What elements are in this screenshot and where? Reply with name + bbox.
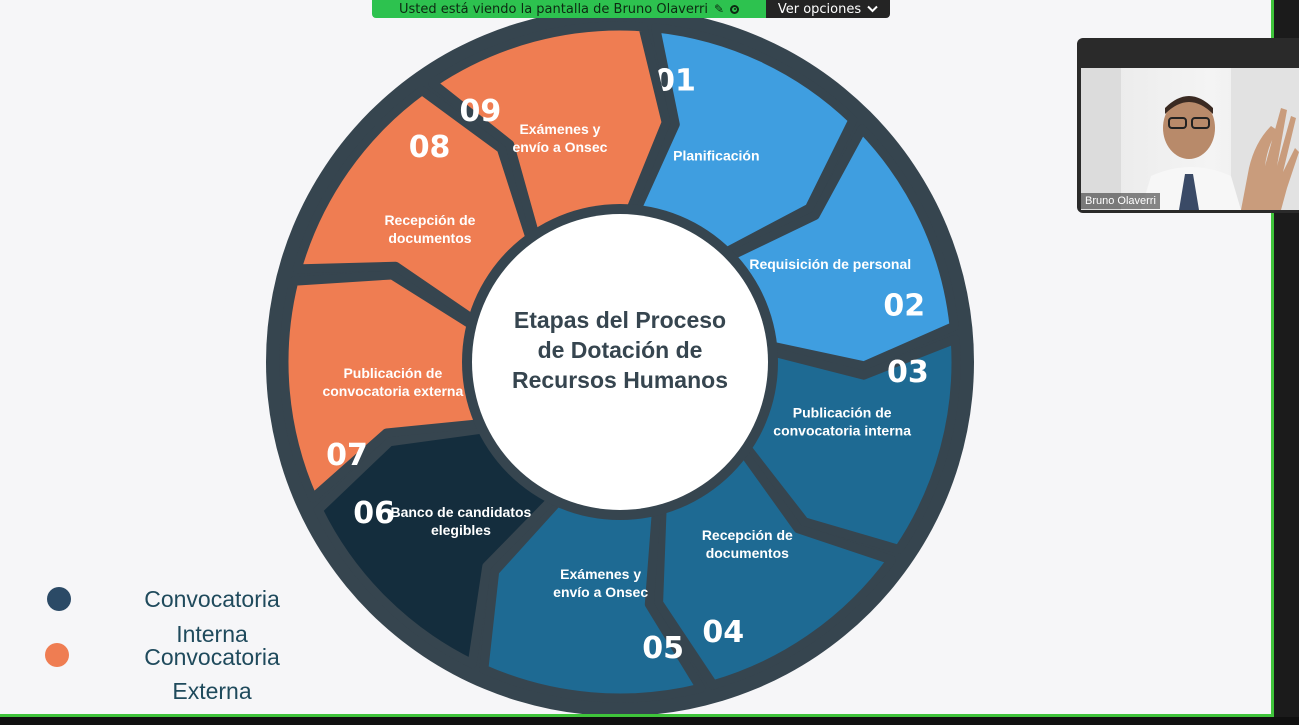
segment-label-line: elegibles	[431, 522, 491, 538]
segment-number-06: 06	[353, 496, 395, 531]
segment-label-01: Planificación	[673, 147, 759, 163]
segment-label-line: convocatoria externa	[322, 383, 463, 399]
segment-label-03: Publicación de convocatoria interna	[773, 405, 911, 439]
segment-label-02: Requisición de personal	[749, 256, 911, 272]
segment-label-line: Requisición de personal	[749, 256, 911, 272]
segment-label-line: envío a Onsec	[553, 584, 648, 600]
segment-number-08: 08	[409, 130, 451, 165]
segment-number-07: 07	[326, 438, 368, 473]
segment-label-09: Exámenes y envío a Onsec	[512, 121, 607, 155]
center-title-line: de Dotación de	[538, 337, 703, 363]
record-icon[interactable]	[730, 4, 739, 14]
person-silhouette	[1081, 68, 1299, 210]
segment-label-line: Planificación	[673, 147, 759, 163]
view-options-label: Ver opciones	[777, 1, 862, 17]
center-title-line: Recursos Humanos	[512, 367, 728, 393]
pencil-icon[interactable]: ✎	[713, 2, 724, 16]
center-title: Etapas del Proceso de Dotación de Recursos…	[512, 307, 728, 393]
segment-label-line: documentos	[388, 230, 471, 246]
share-border-bottom	[0, 714, 1274, 717]
legend-internal-line2: Interna	[176, 621, 248, 647]
segment-label-08: Recepción de documentos	[384, 212, 475, 246]
screen-share-banner: Usted está viendo la pantalla de Bruno O…	[372, 0, 766, 18]
segment-label-07: Publicación de convocatoria externa	[322, 365, 463, 399]
viewing-text: Usted está viendo la pantalla de Bruno O…	[398, 1, 708, 17]
legend-internal-line1: Convocatoria	[144, 586, 280, 612]
segment-label-05: Exámenes y envío a Onsec	[553, 566, 648, 600]
share-border-right	[1271, 0, 1274, 716]
participant-name-label: Bruno Olaverri	[1081, 193, 1160, 209]
segment-label-line: Recepción de	[702, 527, 793, 543]
participant-video-panel[interactable]: Bruno Olaverri	[1077, 38, 1299, 213]
segment-number-05: 05	[642, 631, 684, 666]
bottom-bar	[0, 717, 1299, 725]
segment-label-line: documentos	[706, 545, 789, 561]
segment-label-line: Banco de candidatos	[390, 504, 531, 520]
legend-external-line1: Convocatoria	[144, 644, 280, 670]
view-options-button[interactable]: Ver opciones	[766, 0, 890, 18]
legend-external-line2: Externa	[172, 678, 252, 704]
segment-number-09: 09	[460, 94, 502, 129]
chevron-down-icon	[867, 5, 878, 13]
segment-label-line: envío a Onsec	[512, 139, 607, 155]
segment-label-line: Publicación de	[793, 405, 892, 421]
legend-dot-external	[45, 643, 69, 667]
participant-video	[1081, 68, 1299, 210]
segment-label-line: Recepción de	[384, 212, 475, 228]
segment-label-04: Recepción de documentos	[702, 527, 793, 561]
segment-number-04: 04	[702, 615, 744, 650]
segment-label-06: Banco de candidatos elegibles	[390, 504, 531, 538]
segment-label-line: Publicación de	[343, 365, 442, 381]
center-circle	[472, 214, 768, 510]
legend-dot-internal	[47, 587, 71, 611]
segment-label-line: convocatoria interna	[773, 423, 911, 439]
segment-number-03: 03	[887, 355, 929, 390]
center-title-line: Etapas del Proceso	[514, 307, 726, 333]
segment-label-line: Exámenes y	[560, 566, 641, 582]
segment-label-line: Exámenes y	[519, 121, 600, 137]
segment-number-02: 02	[883, 289, 925, 324]
